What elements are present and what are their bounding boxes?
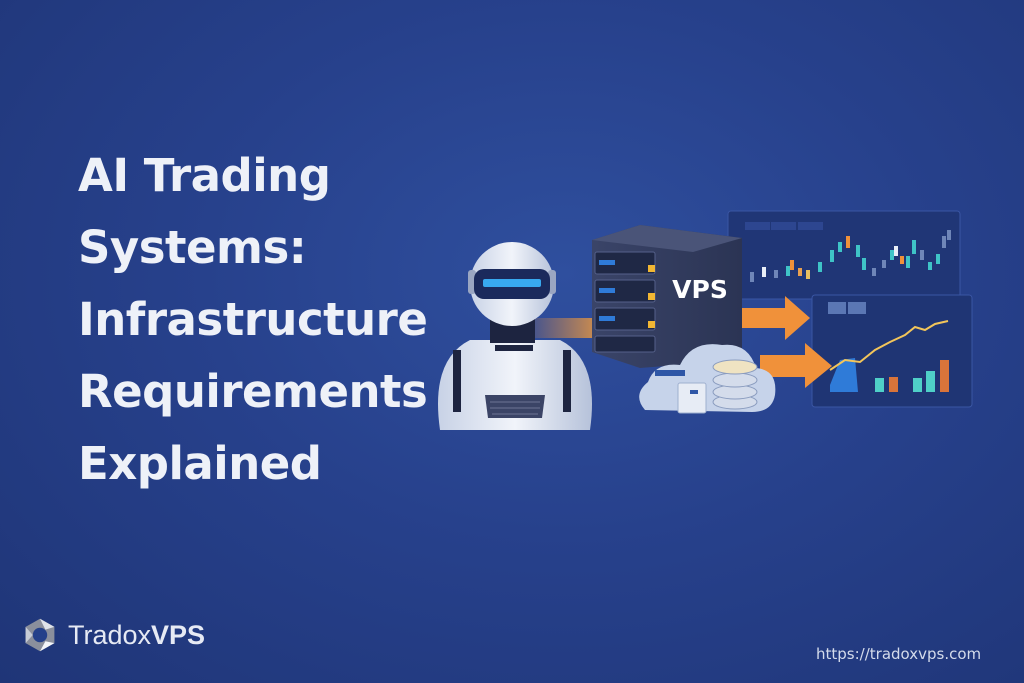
growth-chart-panel bbox=[811, 294, 973, 408]
brand-name: TradoxVPS bbox=[68, 620, 205, 651]
hexagon-logo-icon bbox=[25, 618, 55, 652]
robot-icon bbox=[438, 242, 592, 430]
title-line-5: Explained bbox=[78, 437, 322, 490]
cloud-database bbox=[639, 344, 776, 414]
title-line-1: AI Trading bbox=[78, 149, 331, 202]
candlestick-chart-panel bbox=[727, 210, 961, 300]
title-line-3: Infrastructure bbox=[78, 293, 428, 346]
page-title: AI Trading Systems: Infrastructure Requi… bbox=[78, 140, 428, 500]
title-line-4: Requirements bbox=[78, 365, 428, 418]
vps-label: VPS bbox=[672, 275, 728, 304]
brand-name-light: Tradox bbox=[68, 619, 152, 650]
server-rack: VPS bbox=[592, 225, 742, 368]
brand-logo[interactable]: TradoxVPS bbox=[22, 617, 205, 653]
website-url[interactable]: https://tradoxvps.com bbox=[816, 645, 982, 663]
arrow-server-to-chart bbox=[740, 296, 810, 340]
brand-name-bold: VPS bbox=[151, 619, 206, 650]
title-line-2: Systems: bbox=[78, 221, 307, 274]
arrow-cloud-to-chart bbox=[760, 343, 832, 388]
